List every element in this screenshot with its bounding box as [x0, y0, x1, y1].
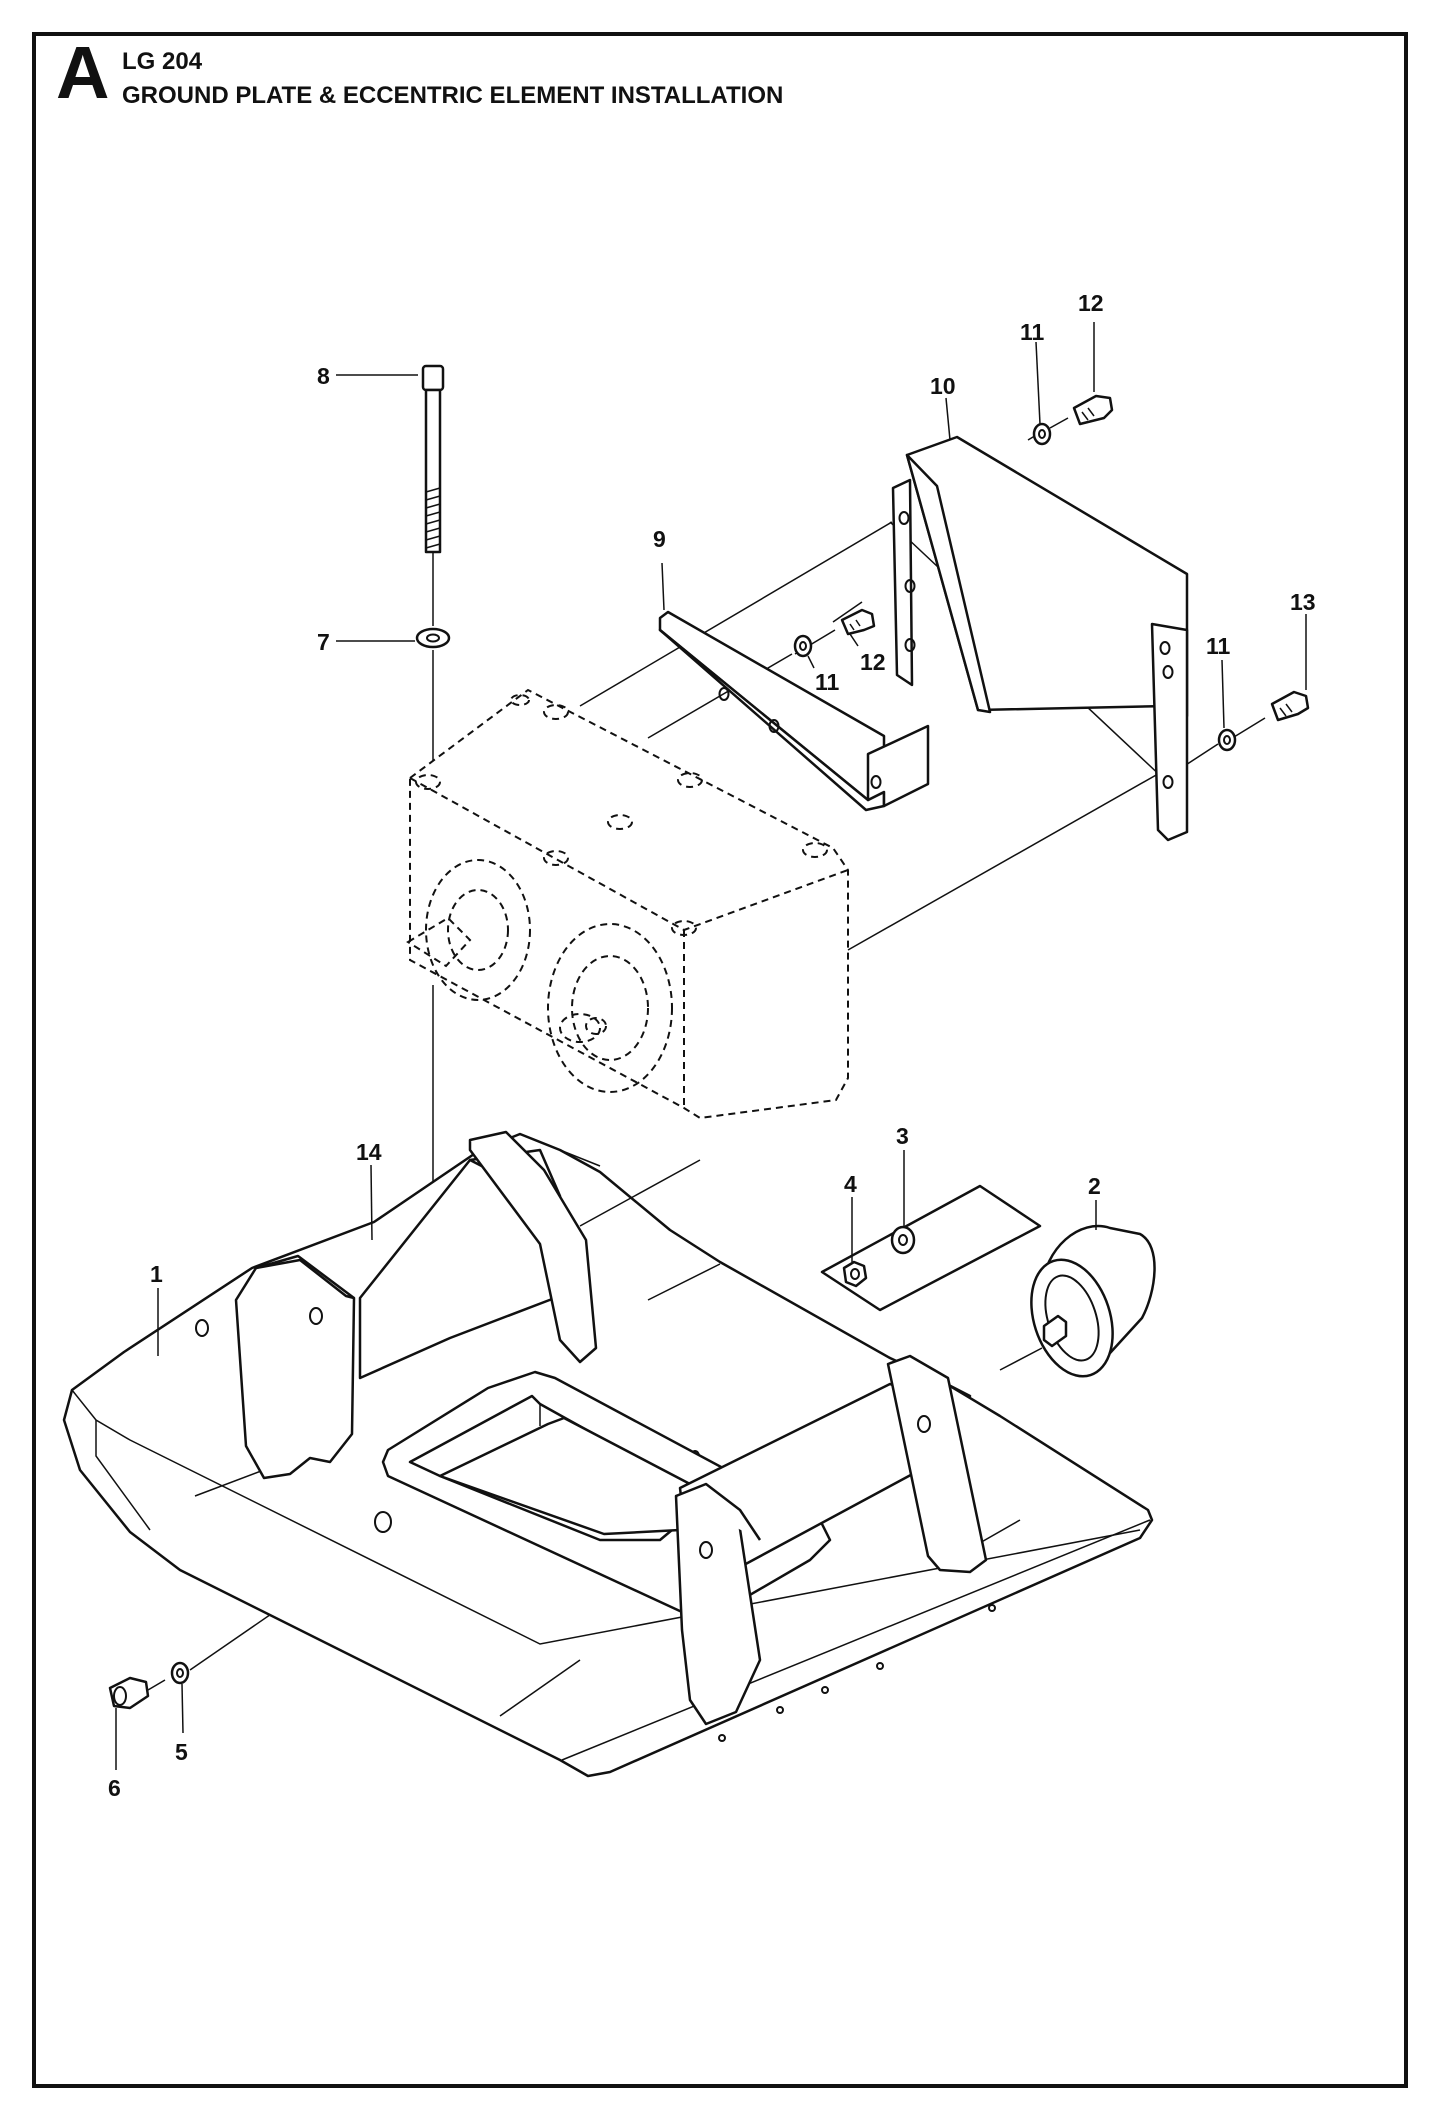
part-8-long-bolt [421, 364, 445, 780]
callout-12-top: 12 [1078, 290, 1104, 316]
callout-2: 2 [1088, 1173, 1101, 1199]
callout-11-right: 11 [1206, 633, 1231, 659]
callout-13: 13 [1290, 589, 1316, 615]
part-5-washer [170, 1661, 190, 1685]
callout-1: 1 [150, 1261, 163, 1287]
part-4-nut [842, 1260, 868, 1288]
callout-4: 4 [844, 1171, 857, 1197]
callout-7: 7 [317, 629, 330, 655]
callout-14: 14 [356, 1139, 382, 1165]
diagram-title: GROUND PLATE & ECCENTRIC ELEMENT INSTALL… [122, 82, 784, 109]
part-11-washers [793, 422, 1237, 752]
callout-11-top: 11 [1020, 319, 1045, 345]
part-1-ground-plate [62, 1130, 1154, 1778]
callout-5: 5 [175, 1739, 188, 1765]
eccentric-element-housing [406, 688, 849, 1120]
callout-labels: 8 7 9 10 11 12 11 12 11 13 14 1 2 3 4 5 … [108, 290, 1316, 1801]
part-3-washer [890, 1225, 916, 1255]
callout-8: 8 [317, 363, 330, 389]
drawing-frame [32, 32, 1408, 2088]
part-10-shield [891, 435, 1189, 842]
callout-12-middle: 12 [860, 649, 886, 675]
part-6-socket-screw [108, 1676, 150, 1710]
model-label: LG 204 [122, 48, 203, 75]
part-12-13-screws [840, 394, 1310, 722]
callout-3: 3 [896, 1123, 909, 1149]
part-9-bracket [658, 610, 930, 812]
callout-11-middle: 11 [815, 669, 840, 695]
callout-10: 10 [930, 373, 956, 399]
callout-6: 6 [108, 1775, 121, 1801]
part-2-rubber-mount [1030, 1224, 1156, 1378]
section-letter: A [56, 31, 110, 114]
leader-lines [115, 322, 1307, 1770]
part-7-washer [415, 627, 451, 649]
callout-9: 9 [653, 526, 666, 552]
